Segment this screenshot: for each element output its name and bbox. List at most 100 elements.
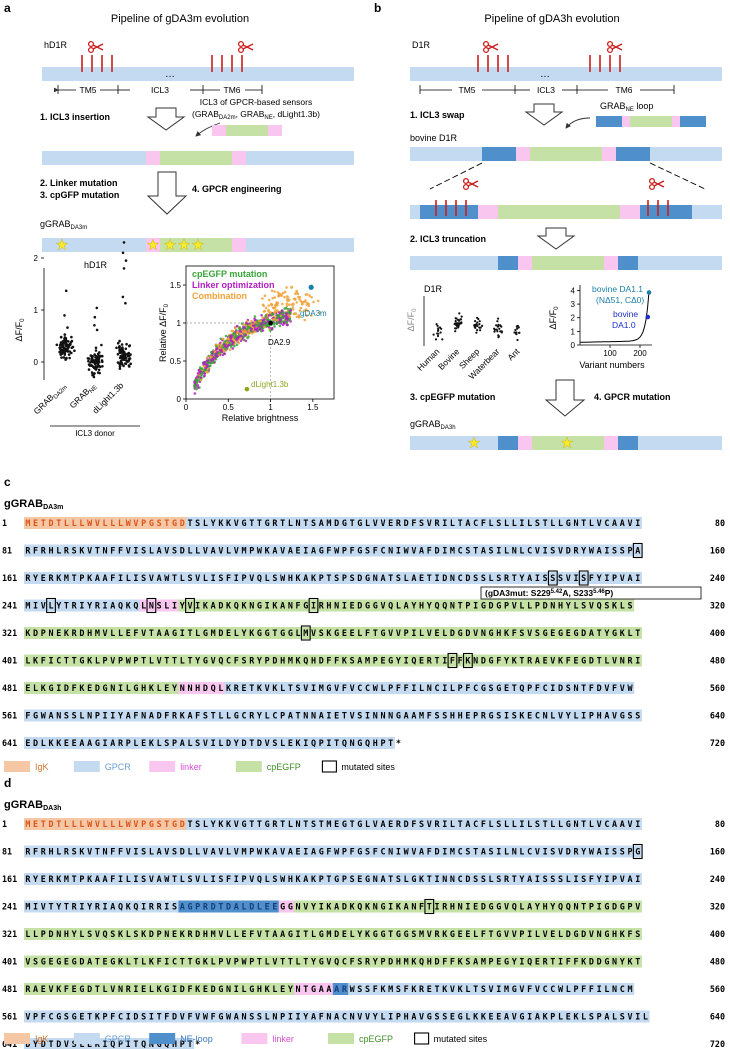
residue: A [211, 847, 216, 857]
residue: C [434, 683, 439, 693]
mutation-star [467, 436, 481, 449]
data-point [298, 295, 302, 299]
residue: F [64, 984, 69, 994]
src-cpegfp [226, 125, 268, 136]
gda3mut-note: (gDA3mut: S2295.42A, S2335.46P) [480, 586, 702, 600]
residue: C [226, 656, 231, 666]
residue: F [350, 847, 355, 857]
residue: L [149, 847, 154, 857]
residue: D [180, 847, 185, 857]
data-point [67, 353, 71, 356]
residue: I [434, 573, 439, 583]
residue: F [458, 656, 463, 666]
residue: T [326, 573, 331, 583]
residue: L [643, 1012, 648, 1022]
residue-bg [62, 544, 71, 557]
residue: A [473, 957, 478, 967]
residue-bg [147, 544, 156, 557]
residue: N [249, 601, 254, 611]
data-point [476, 324, 479, 327]
plot-a1-ylabel: ΔF/F0 [14, 318, 26, 342]
residue: I [133, 573, 138, 583]
data-point [498, 327, 501, 330]
residue-bg [417, 544, 426, 557]
residue: I [326, 738, 331, 748]
residue: T [581, 518, 586, 528]
data-point [271, 306, 275, 310]
residue: T [550, 957, 555, 967]
loop-main: GRAB [600, 101, 626, 111]
residue: D [581, 929, 586, 939]
residue: V [396, 628, 401, 638]
residue: L [535, 929, 540, 939]
residue: A [95, 573, 100, 583]
residue: S [496, 874, 501, 884]
residue: A [535, 1012, 540, 1022]
tm5-label-a: TM5 [80, 85, 97, 95]
residue: V [504, 902, 509, 912]
residue: L [149, 984, 154, 994]
residue: A [380, 874, 385, 884]
residue: N [411, 902, 416, 912]
residue: G [566, 819, 571, 829]
residue: G [257, 628, 262, 638]
residue-bg [618, 517, 627, 529]
residue: L [419, 683, 424, 693]
residue: G [357, 546, 362, 556]
ytick-label: 1 [571, 327, 576, 336]
residue: P [280, 1012, 285, 1022]
residue: N [450, 601, 455, 611]
residue: A [334, 902, 339, 912]
residue: I [79, 601, 84, 611]
data-point [93, 315, 97, 319]
residue: I [396, 847, 401, 857]
residue: E [126, 628, 131, 638]
residue: I [635, 874, 640, 884]
data-point [225, 345, 228, 349]
residue: V [627, 518, 632, 528]
residue: L [350, 929, 355, 939]
plot-b1-title: D1R [424, 284, 443, 294]
step1-b: 1. ICL3 swap [410, 110, 465, 120]
data-point [434, 338, 438, 341]
residue: V [187, 601, 192, 611]
residue: A [157, 546, 162, 556]
residue: E [527, 711, 532, 721]
data-point [456, 318, 460, 321]
residue: D [465, 874, 470, 884]
down-arrow-b3 [544, 379, 586, 417]
residue: I [180, 628, 185, 638]
residue: I [303, 738, 308, 748]
xtick-label: 0.5 [223, 403, 235, 412]
data-point [455, 317, 458, 320]
residue: F [350, 957, 355, 967]
data-point [121, 251, 125, 255]
residue: G [427, 1012, 432, 1022]
data-point [253, 330, 256, 334]
residue: I [597, 902, 602, 912]
residue: L [203, 518, 208, 528]
residue: S [141, 1012, 146, 1022]
residue: F [25, 711, 30, 721]
residue: G [203, 628, 208, 638]
residue: G [103, 683, 108, 693]
data-point [295, 291, 298, 294]
residue: H [64, 929, 69, 939]
data-point [437, 328, 440, 332]
data-point [118, 339, 121, 343]
b2-ylabel: ΔF/F [548, 309, 558, 329]
residue: E [465, 711, 470, 721]
data-point [230, 329, 233, 333]
data-point [257, 323, 260, 327]
residue: L [241, 984, 246, 994]
residue-bg [186, 544, 195, 557]
sensor-name-a: gGRABDA3m [40, 219, 87, 231]
residue: G [411, 874, 416, 884]
data-point [238, 327, 242, 331]
residue: I [211, 573, 216, 583]
residue: I [434, 874, 439, 884]
construct-b2 [410, 205, 722, 219]
residue: P [280, 711, 285, 721]
data-point [250, 319, 253, 323]
